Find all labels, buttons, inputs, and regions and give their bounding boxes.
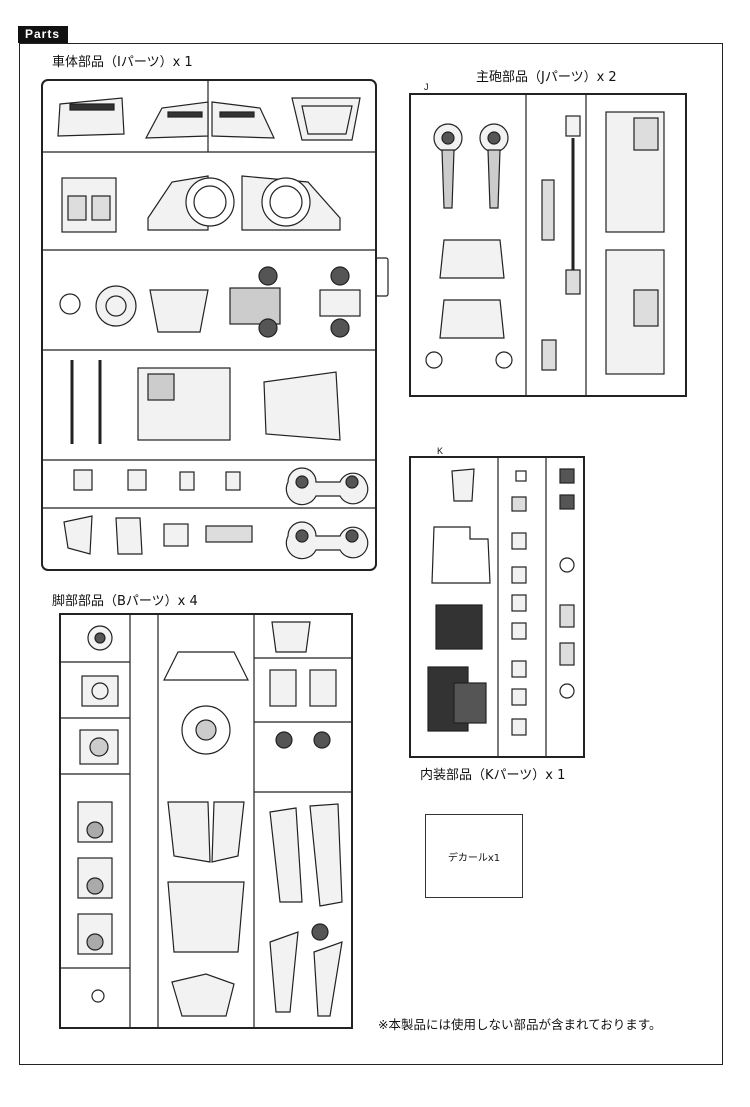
sprue-j xyxy=(408,90,690,400)
sprue-j-letter: J xyxy=(424,82,429,92)
parts-frame xyxy=(19,43,723,1065)
sprue-i xyxy=(40,78,390,573)
sprue-b-label: 脚部部品（Bパーツ）x 4 xyxy=(52,594,198,609)
sprue-b xyxy=(58,612,358,1032)
sprue-k-letter: K xyxy=(437,446,444,456)
parts-header-tag: Parts xyxy=(18,26,69,43)
decal-box: デカールx1 xyxy=(425,814,523,898)
decal-label: デカールx1 xyxy=(447,852,501,864)
sprue-k-label: 内装部品（Kパーツ）x 1 xyxy=(420,768,566,783)
sprue-i-label: 車体部品（Iパーツ）x 1 xyxy=(52,55,193,70)
unused-parts-note: ※本製品には使用しない部品が含まれております。 xyxy=(378,1017,662,1032)
sprue-k xyxy=(408,455,588,760)
sprue-j-label: 主砲部品（Jパーツ）x 2 xyxy=(476,70,617,85)
